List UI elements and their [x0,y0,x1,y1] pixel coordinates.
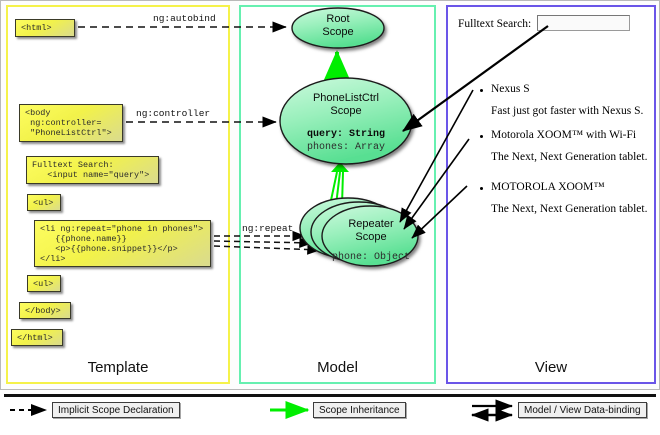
legend-divider [4,394,656,397]
view-phone-name: MOTOROLA XOOM™ [491,181,605,193]
column-view: View [446,5,656,384]
edge-label-ng-repeat: ng:repeat [242,223,294,234]
legend-label-scope-inheritance: Scope Inheritance [313,402,406,418]
code-box-html-close: </html> [11,329,63,346]
view-phone-snippet: The Next, Next Generation tablet. [491,203,648,215]
legend-label-implicit-scope-declaration: Implicit Scope Declaration [52,402,180,418]
code-box-html-open: <html> [15,19,75,37]
code-box-ul-open: <ul> [27,194,61,211]
diagram-frame: Template Model View <html> <body ng:cont… [0,0,660,390]
code-box-fulltext-search: Fulltext Search: <input name="query"> [26,156,159,184]
legend-label-model-view-data-binding: Model / View Data-binding [518,402,647,418]
view-phone-name: Nexus S [491,83,530,95]
column-label-view: View [534,359,568,376]
edge-label-ng-controller: ng:controller [136,108,211,119]
column-model: Model [239,5,436,384]
view-phone-name: Motorola XOOM™ with Wi-Fi [491,129,637,141]
column-label-template: Template [87,359,149,376]
column-label-model: Model [317,359,358,376]
view-phone-snippet: The Next, Next Generation tablet. [491,151,648,163]
view-bullet-icon [480,187,483,190]
code-box-body-controller: <body ng:controller= "PhoneListCtrl"> [19,104,123,142]
view-bullet-icon [480,135,483,138]
code-box-body-close: </body> [19,302,71,319]
code-box-ul-close: <ul> [27,275,61,292]
view-phone-snippet: Fast just got faster with Nexus S. [491,105,644,117]
edge-label-ng-autobind: ng:autobind [153,13,216,24]
legend: Implicit Scope Declaration Scope Inherit… [0,392,660,435]
view-bullet-icon [480,89,483,92]
view-search-input[interactable] [537,15,630,31]
code-box-li-repeat: <li ng:repeat="phone in phones"> {{phone… [34,220,211,267]
view-search-label: Fulltext Search: [458,18,532,30]
